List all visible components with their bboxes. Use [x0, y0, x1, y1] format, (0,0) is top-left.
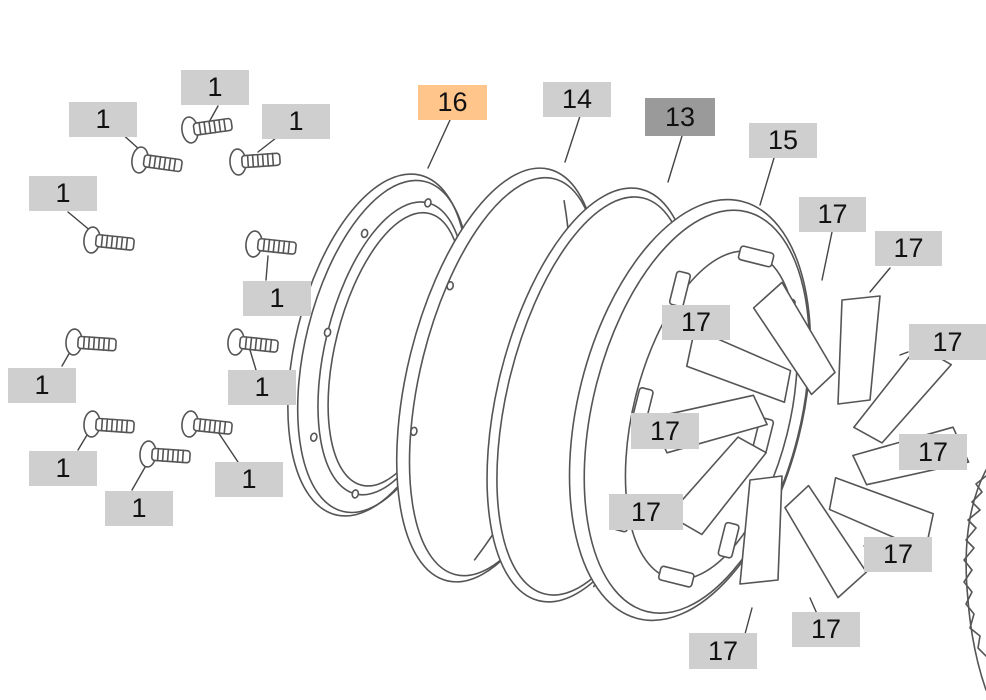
callout-17-a: 17 [799, 197, 866, 232]
callout-17-h: 17 [864, 537, 932, 572]
callout-17-d: 17 [662, 305, 730, 340]
segment-17-a [837, 295, 881, 405]
callout-13: 13 [645, 98, 715, 136]
callout-1-c: 1 [262, 104, 330, 139]
segment-17-e [784, 484, 868, 599]
segment-17-f [739, 475, 783, 585]
bolts [65, 116, 297, 468]
callout-17-g: 17 [609, 494, 683, 530]
callout-1-g: 1 [228, 370, 296, 405]
callout-17-b: 17 [875, 231, 942, 266]
partial-toothed-plate [963, 469, 986, 691]
part-17-segments [650, 281, 970, 599]
callout-1-d: 1 [29, 176, 97, 211]
callout-15: 15 [749, 123, 817, 158]
bolt-1-a [181, 116, 233, 144]
callout-17-j: 17 [689, 633, 757, 669]
segment-17-j [752, 281, 836, 396]
bolt-1-g [227, 328, 279, 356]
callout-1-j: 1 [105, 491, 173, 526]
bolt-1-e [245, 230, 297, 258]
callout-1-f: 1 [8, 368, 76, 403]
callout-1-b: 1 [69, 102, 137, 137]
callout-17-i: 17 [792, 612, 860, 647]
bolt-1-c [229, 148, 281, 176]
callout-1-e: 1 [243, 281, 311, 316]
bolt-1-f [65, 328, 117, 356]
bolt-1-d [83, 226, 135, 254]
callout-1-i: 1 [215, 462, 283, 497]
callout-1-h: 1 [29, 451, 97, 486]
segment-17-i [685, 328, 792, 404]
callout-17-c: 17 [909, 324, 986, 360]
bolt-1-i [181, 410, 233, 438]
callout-17-f: 17 [899, 434, 967, 470]
callout-1-a: 1 [181, 70, 249, 105]
bolt-1-h [83, 410, 135, 438]
callout-16: 16 [418, 85, 487, 120]
bolt-1-j [139, 440, 191, 468]
callout-17-e: 17 [631, 413, 699, 449]
bolt-1-b [131, 146, 183, 174]
callout-14: 14 [543, 82, 611, 117]
